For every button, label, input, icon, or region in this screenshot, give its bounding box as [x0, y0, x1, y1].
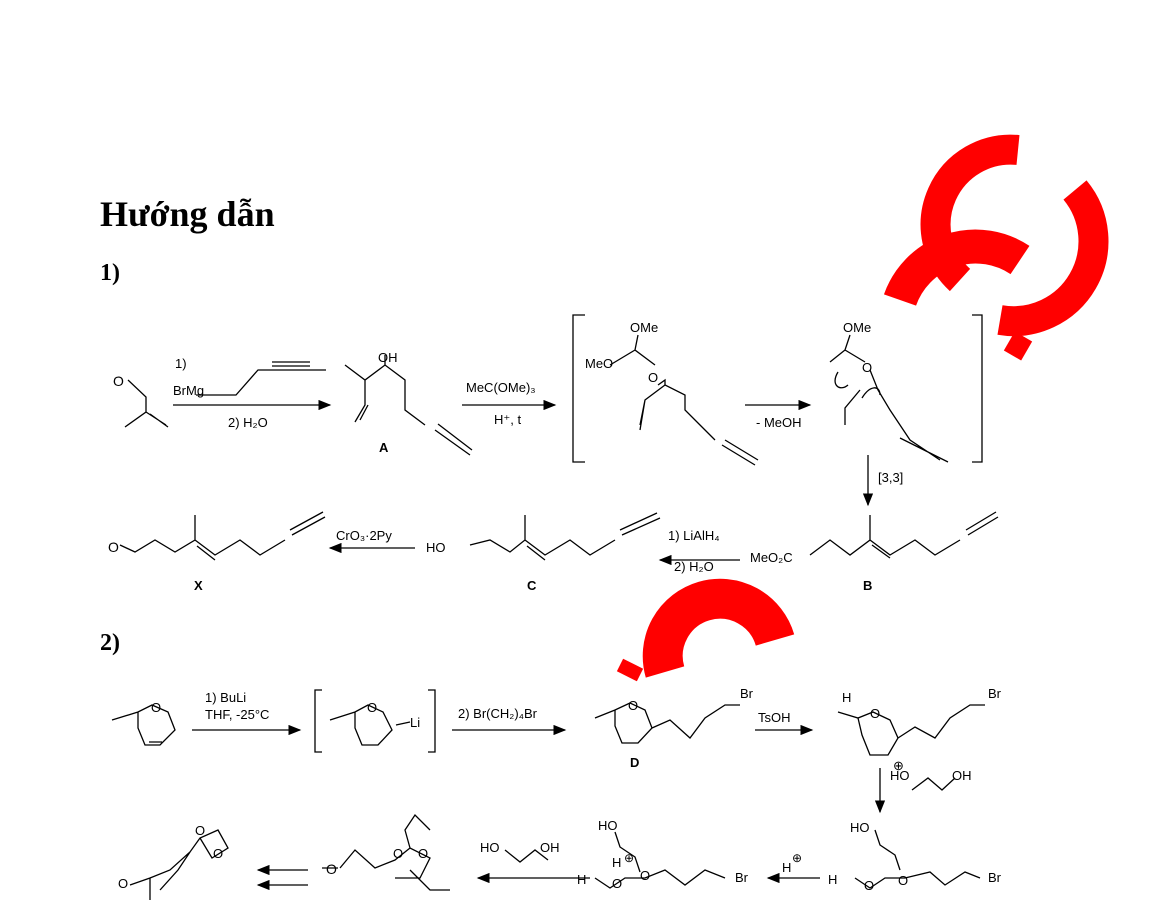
label-compound-d: D	[630, 755, 639, 770]
reagent-dibromobutane: 2) Br(CH₂)₄Br	[458, 706, 538, 721]
label-ome-1: OMe	[630, 320, 658, 335]
label-h-4b: H	[577, 872, 586, 887]
reagent-orthoester: MeC(OMe)₃	[466, 380, 536, 395]
part-2-labels: O 1) BuLi THF, -25°C O Li 2) Br(CH₂)₄Br …	[118, 686, 1002, 893]
label-loss-meoh: - MeOH	[756, 415, 802, 430]
label-o-5b: O	[418, 846, 428, 861]
label-o-5a: O	[393, 846, 403, 861]
label-br-4: Br	[735, 870, 749, 885]
label-glycol-oh: OH	[952, 768, 972, 783]
condition-acid-heat: H⁺, t	[494, 412, 521, 427]
reagent-tsoh: TsOH	[758, 710, 791, 725]
part-1-number: 1)	[100, 260, 120, 286]
label-o-methacrolein: O	[113, 373, 124, 389]
label-o-4a: O	[612, 876, 622, 891]
label-ester: MeO₂C	[750, 550, 793, 565]
label-hplus: H	[782, 860, 791, 875]
reagent-grignard: BrMg	[173, 383, 204, 398]
label-compound-a: A	[379, 440, 389, 455]
label-o-1: O	[648, 370, 658, 385]
label-compound-x: X	[194, 578, 203, 593]
label-plus-4: ⊕	[624, 851, 634, 865]
label-br-cation: Br	[988, 686, 1002, 701]
label-o-6a: O	[195, 823, 205, 838]
label-o-x: O	[108, 539, 119, 555]
label-ho-4: HO	[598, 818, 618, 833]
label-ho-3: HO	[850, 820, 870, 835]
reagent-conditions: THF, -25°C	[205, 707, 269, 722]
label-o-6b: O	[213, 846, 223, 861]
label-o-2: O	[862, 360, 872, 375]
part-2-scheme	[111, 689, 985, 900]
label-ketone-o: O	[326, 861, 337, 877]
label-oh-a: OH	[378, 350, 398, 365]
label-glycol-ho-2: HO	[480, 840, 500, 855]
label-li: Li	[410, 715, 420, 730]
label-hplus-sign: ⊕	[792, 851, 802, 865]
label-h-4a: H	[612, 855, 621, 870]
section-heading: Hướng dẫn	[100, 194, 275, 234]
reagent-step-2: 2) H₂O	[228, 415, 268, 430]
label-o-lithio: O	[367, 700, 377, 715]
label-o-cation: O	[870, 706, 880, 721]
label-ome-2: OMe	[843, 320, 871, 335]
label-compound-c: C	[527, 578, 537, 593]
reagent-water: 2) H₂O	[674, 559, 714, 574]
label-glycol-ho: HO	[890, 768, 910, 783]
part-2-number: 2)	[100, 630, 120, 656]
label-o-6c: O	[118, 876, 128, 891]
label-glycol-oh-2: OH	[540, 840, 560, 855]
label-rearrangement: [3,3]	[878, 470, 903, 485]
label-compound-b: B	[863, 578, 872, 593]
label-br-3: Br	[988, 870, 1002, 885]
reagent-lialh4: 1) LiAlH₄	[668, 528, 720, 543]
label-ho-c: HO	[426, 540, 446, 555]
label-meo: MeO	[585, 356, 613, 371]
label-o-d: O	[628, 698, 638, 713]
label-h-3: H	[828, 872, 837, 887]
label-br-d: Br	[740, 686, 754, 701]
reagent-collins: CrO₃·2Py	[336, 528, 392, 543]
label-o-3a: O	[864, 878, 874, 893]
part-1-scheme	[119, 314, 999, 566]
part-1-labels: O 1) BrMg 2) H₂O OH A MeC(OMe)₃ H⁺, t OM…	[108, 320, 903, 593]
label-o-furan: O	[151, 700, 161, 715]
watermark-logo	[616, 134, 1109, 682]
reagent-buli: 1) BuLi	[205, 690, 246, 705]
label-h-cation: H	[842, 690, 851, 705]
label-o-4b: O	[640, 868, 650, 883]
label-plus: ⊕	[893, 758, 904, 773]
reagent-step-1: 1)	[175, 356, 187, 371]
label-o-3b: O	[898, 873, 908, 888]
